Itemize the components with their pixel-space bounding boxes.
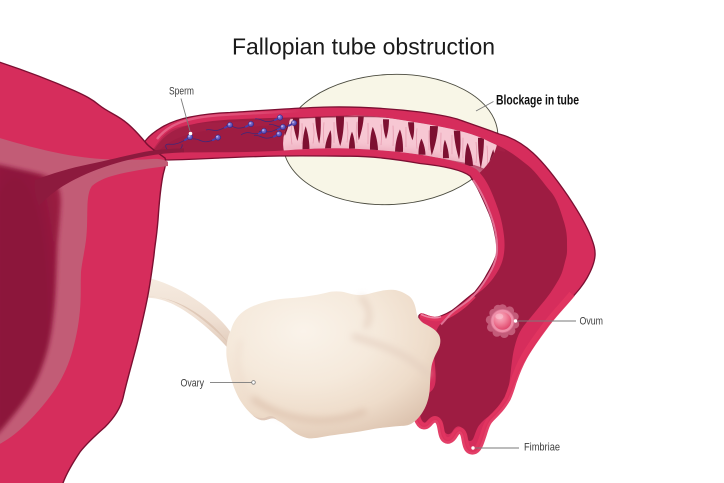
svg-text:Blockage in tube: Blockage in tube: [496, 92, 579, 108]
svg-text:Ovum: Ovum: [580, 315, 604, 327]
svg-text:Fallopian tube obstruction: Fallopian tube obstruction: [232, 34, 495, 60]
svg-text:Fimbriae: Fimbriae: [524, 441, 560, 453]
svg-text:Ovary: Ovary: [181, 378, 205, 390]
svg-text:Sperm: Sperm: [169, 85, 194, 97]
